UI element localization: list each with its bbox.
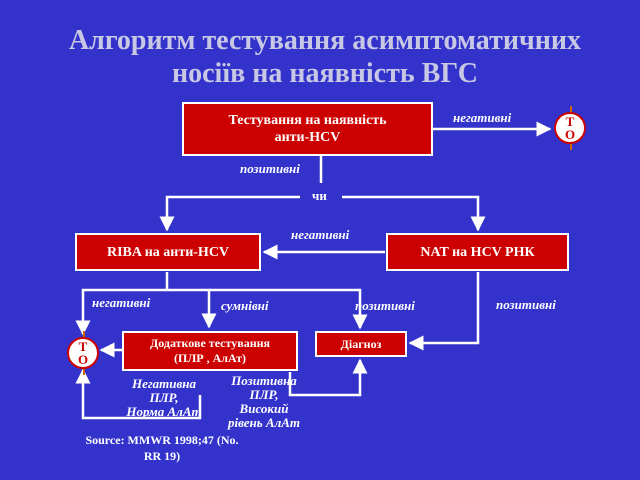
arrow-split-to-nat [342, 195, 486, 232]
arrow-split-to-riba [159, 195, 300, 232]
box-testing-line2: анти-HCV [274, 130, 341, 145]
stop-tick-bottom [570, 144, 572, 150]
arrow-riba-to-extra [167, 288, 217, 329]
stop-letter-o: О [564, 127, 576, 142]
label-doubtful: сумнівні [221, 298, 269, 313]
stop-letter-t: Т [565, 114, 575, 129]
box-nat: NAT на HCV РНК [386, 233, 569, 271]
label-negative-top: негативні [453, 110, 512, 125]
label-positive-right: позитивні [496, 297, 556, 312]
box-extra-testing: Додаткове тестування (ПЛР , АлАт) [122, 331, 298, 371]
box-nat-label: NAT на HCV РНК [420, 244, 535, 260]
source-citation: Source: MMWR 1998;47 (No. RR 19) [62, 432, 262, 464]
stop-circle-top: Т О [554, 106, 586, 150]
box-riba: RIBA на анти-HCV [75, 233, 261, 271]
box-diagnosis: Діагноз [315, 331, 407, 357]
label-or: чи [312, 188, 327, 203]
arrow-riba-to-stop [75, 288, 167, 336]
pos-pcr-line4: рівень АлАт [227, 415, 301, 430]
stop-letter-o: О [77, 352, 89, 367]
box-extra-line2: (ПЛР , АлАт) [174, 351, 246, 365]
box-testing: Тестування на наявність анти-HCV [182, 102, 433, 156]
arrow-bottom-loop-to-stop [75, 368, 202, 420]
page-title: Алгоритм тестування асимптоматичних [68, 25, 582, 56]
stop-circle-left: Т О [67, 331, 99, 375]
box-extra-line1: Додаткове тестування [149, 336, 271, 350]
neg-pcr-line1: Негативна [131, 376, 197, 391]
stop-letter-t: Т [78, 339, 88, 354]
page-subtitle: носіїв на наявність ВГС [171, 58, 479, 89]
arrow-extra-to-diagnosis [288, 358, 368, 397]
neg-pcr-line2: ПЛР, [149, 390, 179, 405]
label-negative-mid: негативні [291, 227, 350, 242]
pos-pcr-line1: Позитивна [231, 373, 297, 388]
stop-tick-bottom [83, 369, 85, 375]
box-testing-line1: Тестування на наявність [228, 113, 387, 128]
label-negative-pcr: Негативна ПЛР, Норма АлАт [118, 377, 210, 419]
stop-tick-top [570, 106, 572, 112]
source-line2: RR 19) [143, 449, 181, 463]
neg-pcr-line3: Норма АлАт [126, 404, 202, 419]
arrow-nat-to-diagnosis [408, 272, 480, 351]
box-riba-label: RIBA на анти-HCV [106, 244, 230, 260]
pos-pcr-line3: Високий [239, 401, 289, 416]
label-positive-mid: позитивні [355, 298, 415, 313]
label-positive-pcr: Позитивна ПЛР, Високий рівень АлАт [222, 374, 306, 430]
stop-tick-top [83, 331, 85, 337]
label-positive-top: позитивні [240, 161, 300, 176]
source-line1: Source: MMWR 1998;47 (No. [85, 433, 239, 447]
label-negative-left: негативні [92, 295, 151, 310]
pos-pcr-line2: ПЛР, [249, 387, 279, 402]
arrow-riba-to-diagnosis [209, 288, 368, 330]
box-diagnosis-label: Діагноз [340, 336, 382, 351]
